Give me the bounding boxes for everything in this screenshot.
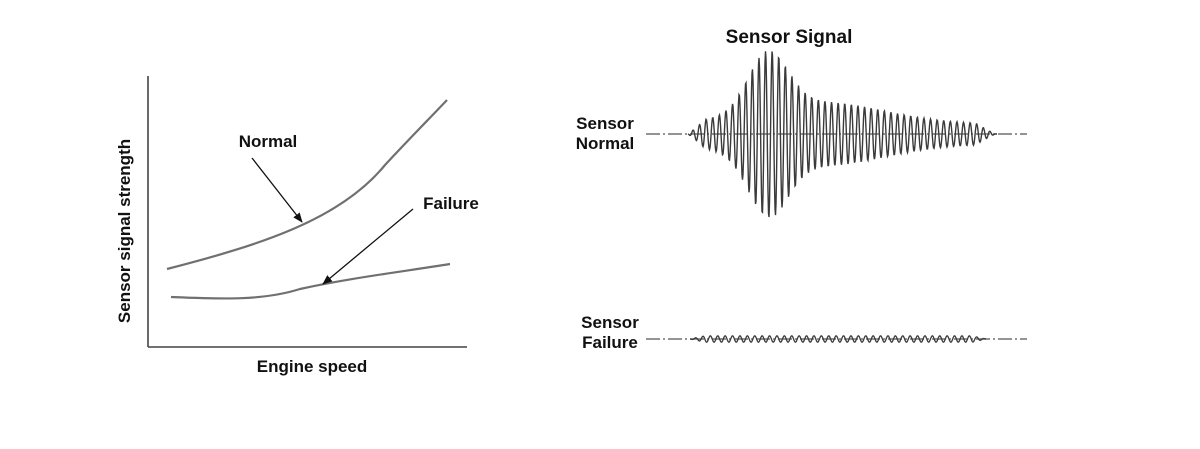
- x-axis-label: Engine speed: [257, 357, 368, 376]
- normal-arrow: [251, 157, 303, 223]
- normal-curve-label: Normal: [239, 132, 298, 151]
- right-graph: Sensor Signal Sensor Normal Sensor Failu…: [576, 27, 1027, 352]
- sensor-normal-label-line1: Sensor: [576, 114, 634, 133]
- normal-waveform: [687, 51, 997, 218]
- y-axis-label: Sensor signal strength: [115, 139, 134, 323]
- left-graph: Normal Failure Sensor signal strength En…: [115, 76, 479, 376]
- failure-arrow: [322, 208, 414, 285]
- failure-curve-label: Failure: [423, 194, 479, 213]
- sensor-failure-label-line1: Sensor: [581, 313, 639, 332]
- sensor-failure-label-line2: Failure: [582, 333, 638, 352]
- sensor-normal-label-line2: Normal: [576, 134, 635, 153]
- failure-curve: [170, 262, 451, 300]
- failure-waveform: [690, 335, 986, 343]
- sensor-signal-title: Sensor Signal: [726, 27, 853, 48]
- normal-curve: [166, 99, 448, 271]
